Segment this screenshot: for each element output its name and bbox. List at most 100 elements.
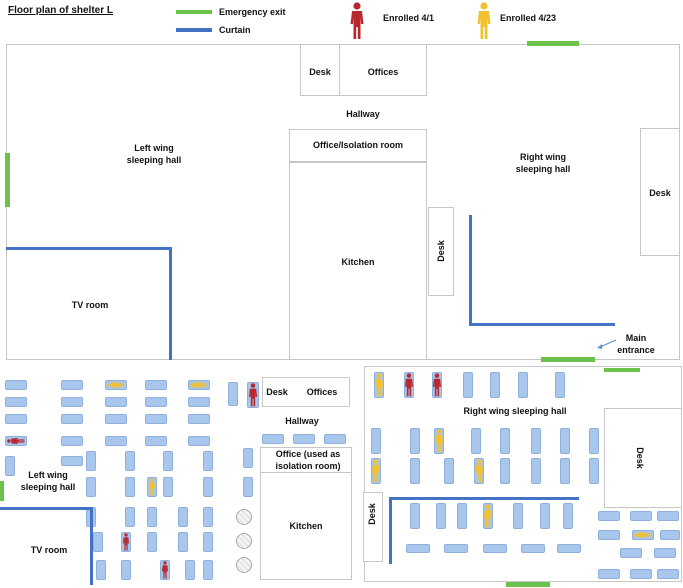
bed [560,428,570,454]
top-exit-west [5,153,10,207]
bed [163,451,173,471]
bed [105,436,127,446]
bed [560,458,570,484]
bed [93,532,103,552]
bed [96,560,106,580]
top-desk-label: Desk [309,67,331,77]
bed [630,511,652,521]
bed [500,428,510,454]
bed [243,477,253,497]
top-exit-south [541,357,595,362]
bed [86,477,96,497]
bed [410,458,420,484]
bottom-left-wing-label-2: sleeping hall [20,482,76,492]
top-right-curtain-horizontal [469,323,615,326]
bottom-office-label-1: Office (used as [275,449,341,459]
bottom-right-desk-label: Desk [635,447,645,469]
top-offices-room [339,44,427,96]
bed [188,436,210,446]
person-enrolled-early-icon [161,561,169,579]
bed [589,458,599,484]
top-offices-label: Offices [367,67,399,77]
bottom-desk-area [262,377,350,407]
legend-exit-swatch [176,10,212,14]
bed [657,511,679,521]
legend-enrolled-early-label: Enrolled 4/1 [383,13,435,23]
bottom-tv-curtain-vertical [90,507,93,585]
bed [145,397,167,407]
person-enrolled-late-icon [434,429,444,453]
bottom-tv-curtain-horizontal [0,507,92,510]
top-left-wing-label-2: sleeping hall [126,155,182,165]
bottom-right-wing-label: Right wing sleeping hall [463,406,567,416]
bottom-hallway-label: Hallway [285,416,319,426]
bed [125,507,135,527]
bed [203,477,213,497]
person-enrolled-late-icon [148,478,156,496]
bed [125,451,135,471]
bed [521,544,545,553]
bed [145,380,167,390]
bed [463,372,473,398]
bed [228,382,238,406]
bed [145,436,167,446]
bed [61,436,83,446]
bottom-exit-west [0,481,4,501]
bed [540,503,550,529]
round-table [236,533,252,549]
bed [105,414,127,424]
bed [471,428,481,454]
bottom-right-desk [604,408,682,508]
top-tv-curtain-horizontal [6,247,172,250]
bed [105,397,127,407]
bed [61,397,83,407]
person-enrolled-late-icon [474,459,484,483]
person-enrolled-late-icon [371,459,381,483]
bed [557,544,581,553]
bottom-offices-label: Offices [306,387,338,397]
bed [203,560,213,580]
top-hallway-label: Hallway [346,109,380,119]
bottom-right-curtain-vertical [389,498,392,564]
bed [598,569,620,579]
bottom-right-curtain-horizontal [389,497,579,500]
bed [5,456,15,476]
bed [203,507,213,527]
bottom-kitchen-room [260,472,352,580]
bed [444,544,468,553]
bed [188,414,210,424]
bed [457,503,467,529]
legend-curtain-swatch [176,28,212,32]
bed [406,544,430,553]
legend-curtain-label: Curtain [219,25,251,35]
top-kitchen-desk [428,207,454,296]
person-enrolled-early-icon [248,383,258,407]
top-kitchen-desk-label: Desk [436,240,446,262]
bottom-office-label-2: isolation room) [275,461,341,471]
bed [121,560,131,580]
top-office-isolation-room [289,129,427,162]
top-right-wing-label-1: Right wing [520,152,566,162]
bed [598,530,620,540]
bed [500,458,510,484]
top-office-isolation-label: Office/Isolation room [312,140,403,150]
bed [410,503,420,529]
bed [654,548,676,558]
top-main-entrance-label-1: Main [625,333,647,343]
bed [518,372,528,398]
legend-person-red-icon [350,2,364,39]
bed [436,503,446,529]
top-exit-south-east [604,368,640,372]
bottom-kitchen-desk [363,492,383,562]
legend-person-yellow-icon [477,2,491,39]
bed [324,434,346,444]
main-entrance-arrow-icon [597,339,617,349]
bed [531,458,541,484]
bed [163,477,173,497]
bottom-exit-south [506,582,550,587]
person-enrolled-late-icon [634,531,652,539]
person-enrolled-late-icon [374,373,384,397]
bed [188,397,210,407]
bed [410,428,420,454]
bed [145,414,167,424]
